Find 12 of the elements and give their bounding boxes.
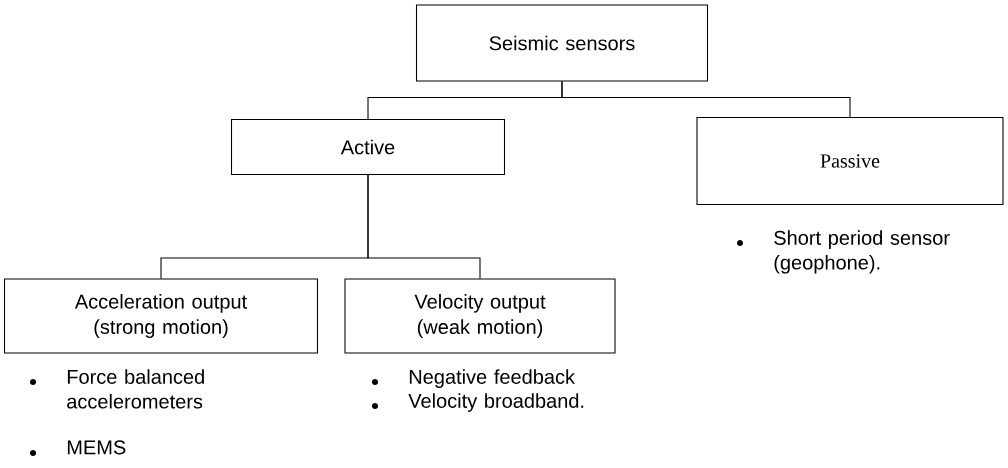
bullet-text: MEMS: [67, 440, 126, 455]
category-box: Velocity output (weak motion): [344, 278, 616, 354]
connector-line: [561, 81, 851, 118]
category-box: Seismic sensors: [415, 4, 709, 82]
category-box: Passive: [696, 116, 1004, 206]
bullet-text: Velocity broadband.: [408, 393, 584, 412]
category-box: Acceleration output (strong motion): [4, 278, 319, 354]
connector-line: [367, 174, 481, 279]
bullet-text: Negative feedback: [409, 369, 575, 388]
bullet-text: Short period sensor (geophone).: [774, 230, 950, 274]
bullet-text: Force balanced accelerometers: [67, 369, 204, 409]
category-box: Active: [230, 118, 506, 176]
